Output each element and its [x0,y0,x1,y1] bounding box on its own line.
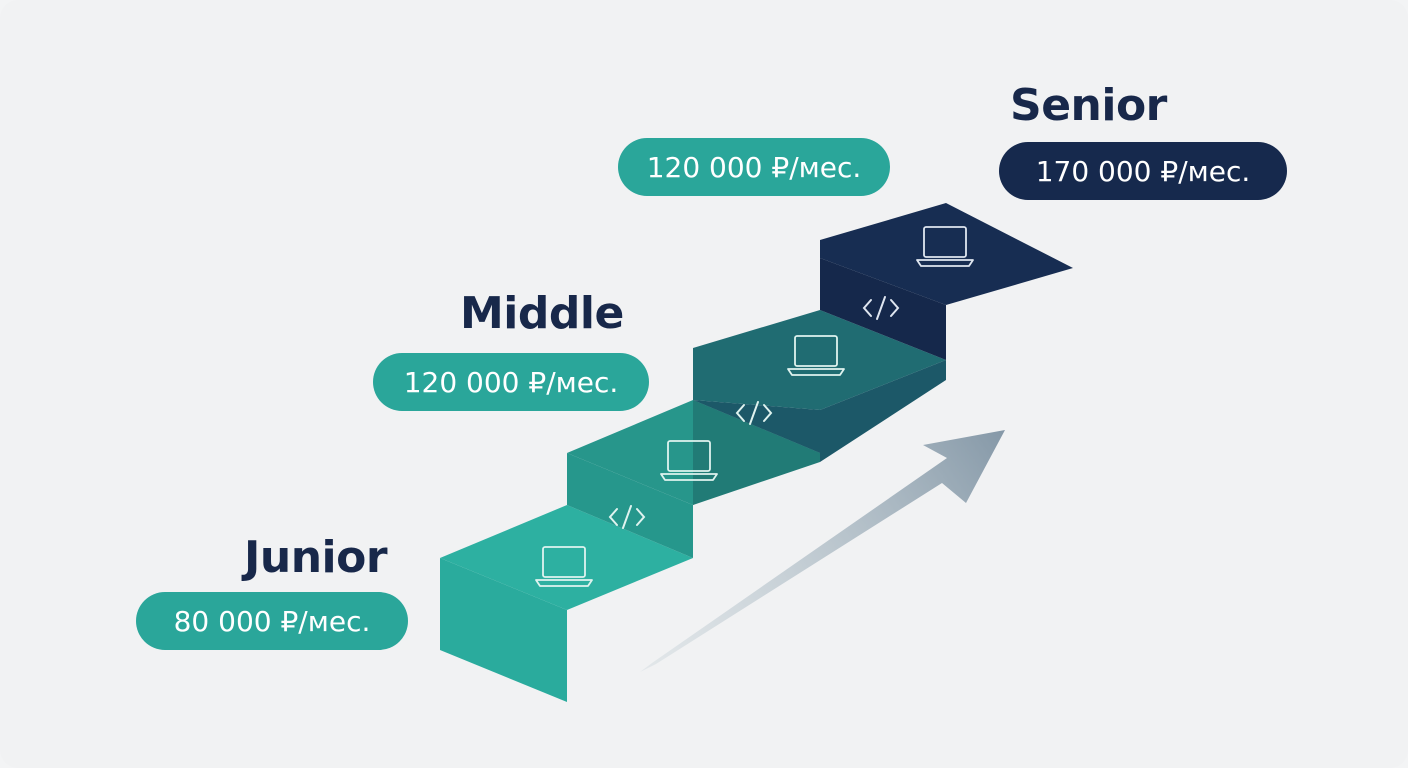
code-icon [735,401,773,425]
step-senior-tread [820,203,1073,305]
level-title-senior: Senior [1010,80,1167,131]
step-junior-riser [440,558,567,702]
step-middle-riser [693,400,820,505]
laptop-icon [535,546,593,587]
step-3-tread [693,310,946,410]
salary-pill-senior: 170 000 ₽/мес. [999,142,1287,200]
salary-pill-middle: 120 000 ₽/мес. [373,353,649,411]
laptop-icon [787,335,845,376]
laptop-icon [916,226,974,267]
step-senior [820,203,1073,360]
growth-arrow-icon [640,430,1005,672]
step-middle [567,400,820,505]
code-icon [608,505,646,529]
code-icon [862,296,900,320]
salary-pill-junior: 80 000 ₽/мес. [136,592,408,650]
level-title-junior: Junior [244,532,388,583]
step-senior-riser [820,258,946,360]
step-3 [693,310,946,462]
laptop-icon [660,440,718,481]
step-3-riser [693,360,946,462]
salary-pill-step-3: 120 000 ₽/мес. [618,138,890,196]
step-junior [440,453,693,702]
step-junior-riser-upper [567,453,693,558]
level-title-middle: Middle [460,288,624,339]
step-junior-tread [440,505,693,610]
